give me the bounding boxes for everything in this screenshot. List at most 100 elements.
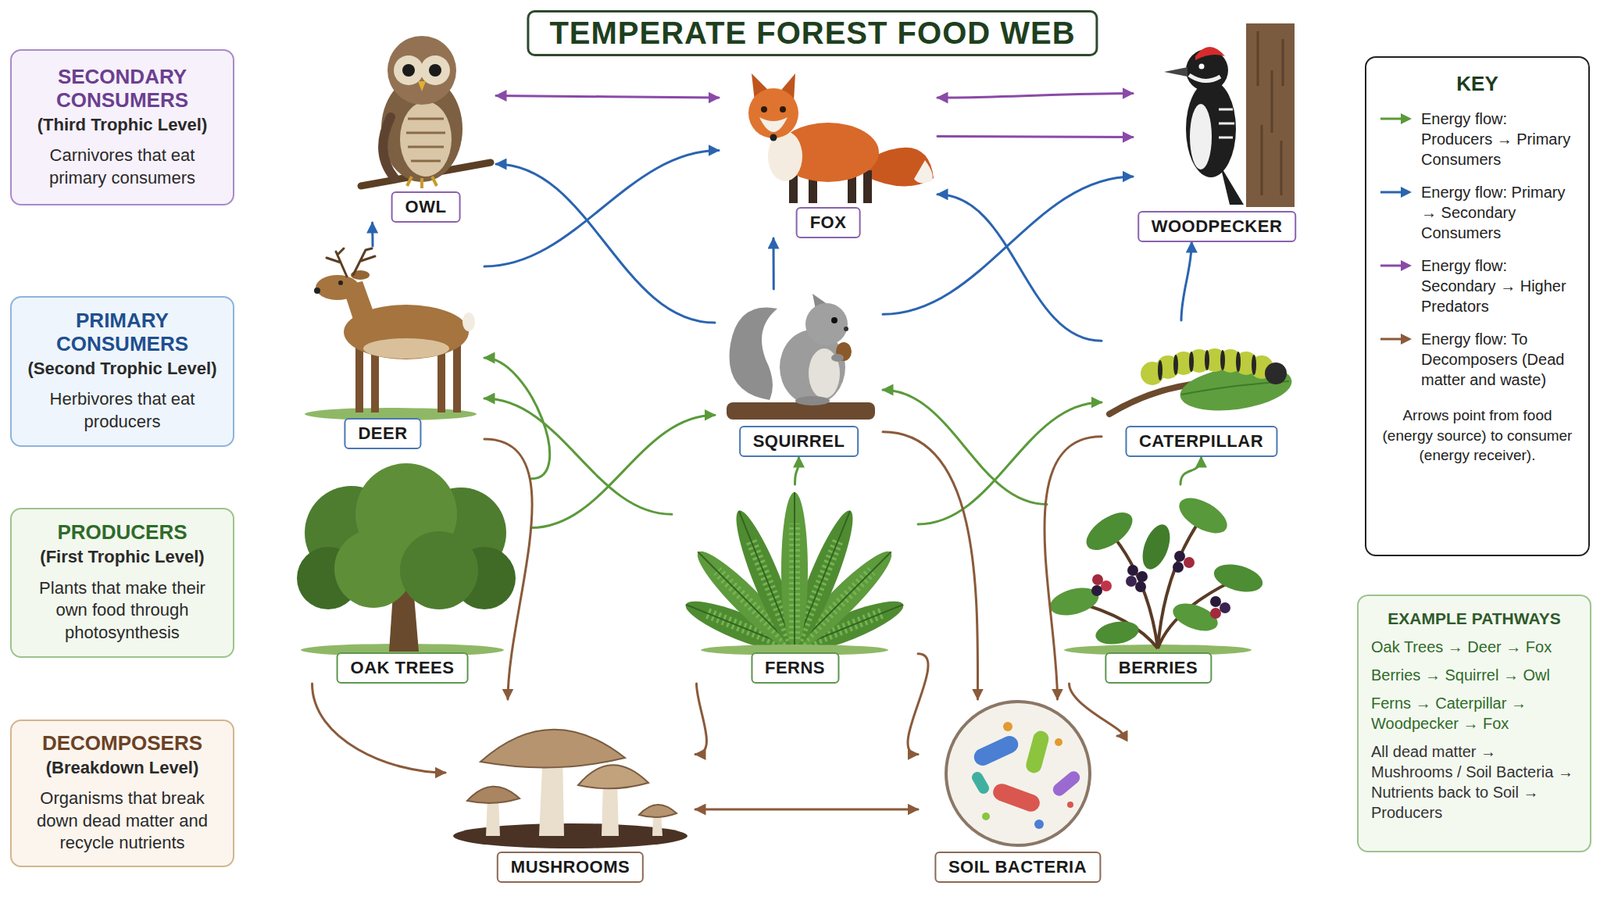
mushrooms-illustration: [453, 729, 688, 849]
energy-flow-arrow: [1180, 457, 1202, 485]
owl-illustration-part: [407, 176, 437, 189]
organism-label: OAK TREES: [350, 657, 455, 679]
key-note: Arrows point from food (energy source) t…: [1378, 405, 1576, 466]
organism-label: OWL: [405, 196, 447, 218]
berries-illustration: [1046, 490, 1266, 656]
berries-illustration-part: [1127, 564, 1139, 576]
trophic-level-panel: PRIMARY CONSUMERS(Second Trophic Level)H…: [10, 296, 235, 447]
fox-illustration-part: [770, 134, 778, 142]
caterpillar-illustration-part: [1203, 348, 1227, 372]
energy-flow-arrow: [907, 653, 929, 755]
caterpillar-illustration-part: [1264, 362, 1287, 385]
energy-flow-arrow: [484, 439, 533, 700]
organism-label-box: SQUIRREL: [739, 425, 860, 458]
woodpecker-illustration-part: [1246, 23, 1295, 208]
key-panel: KEYEnergy flow: Producers → Primary Cons…: [1364, 56, 1590, 557]
organism-label-box: WOODPECKER: [1137, 210, 1297, 243]
berries-illustration-part: [1210, 596, 1222, 608]
owl-illustration-part: [382, 117, 395, 179]
squirrel-illustration-part: [795, 396, 830, 406]
berries-illustration-part: [1125, 575, 1137, 587]
woodpecker-illustration-part: [1257, 31, 1283, 196]
woodpecker-illustration-part: [1185, 49, 1229, 92]
energy-flow-arrow: [772, 238, 775, 290]
trophic-level-panel: DECOMPOSERS(Breakdown Level)Organisms th…: [10, 719, 235, 868]
pathway-line: Ferns → Caterpillar → Woodpecker → Fox: [1371, 692, 1578, 734]
soil-bacteria-illustration-part: [1054, 738, 1063, 747]
squirrel-illustration: [726, 293, 875, 420]
example-pathways-panel: EXAMPLE PATHWAYSOak Trees → Deer → FoxBe…: [1357, 594, 1592, 853]
berries-illustration-part: [1183, 557, 1195, 568]
legend-row: Energy flow: To Decomposers (Dead matter…: [1378, 328, 1576, 390]
organism-label-box: SOIL BACTERIA: [934, 851, 1101, 883]
organism-node: FERNS: [671, 484, 918, 684]
legend-row: Energy flow: Secondary → Higher Predator…: [1378, 255, 1576, 317]
woodpecker-illustration-part: [1199, 64, 1205, 70]
energy-flow-arrow: [917, 402, 1102, 525]
legend-arrow: [1378, 111, 1414, 126]
oak-tree-illustration-part: [400, 531, 479, 610]
organism-label-box: FERNS: [750, 652, 840, 684]
soil-bacteria-illustration-part: [971, 732, 1022, 768]
energy-flow-arrow: [1181, 242, 1192, 321]
panel-body: Plants that make their own food through …: [22, 577, 222, 645]
energy-flow-arrow: [531, 414, 715, 528]
owl-illustration-part: [400, 101, 452, 177]
legend-row: Energy flow: Producers → Primary Consume…: [1378, 108, 1576, 170]
mushrooms-illustration-part: [480, 729, 625, 768]
legend-arrow-head: [1400, 333, 1412, 345]
fox-illustration-part: [767, 131, 803, 182]
woodpecker-illustration-part: [1220, 165, 1244, 205]
caterpillar-illustration-part: [1251, 354, 1257, 375]
deer-illustration-part: [314, 287, 321, 294]
mushrooms-illustration-part: [601, 781, 619, 836]
legend-arrow: [1378, 185, 1414, 200]
woodpecker-illustration-part: [1218, 109, 1235, 138]
legend-text: Energy flow: Primary → Secondary Consume…: [1421, 182, 1576, 243]
energy-flow-arrow: [882, 432, 979, 700]
legend-arrow-head: [1400, 186, 1412, 198]
energy-flow-arrow: [312, 683, 447, 773]
energy-flow-arrow: [937, 93, 1133, 98]
deer-illustration-part: [326, 248, 375, 277]
squirrel-illustration-part: [831, 353, 844, 362]
organism-label: WOODPECKER: [1151, 216, 1283, 237]
caterpillar-illustration-part: [1220, 350, 1225, 371]
organism-label: CATERPILLAR: [1139, 431, 1264, 452]
organism-label: MUSHROOMS: [510, 857, 630, 878]
owl-illustration-part: [406, 118, 446, 161]
berries-illustration-part: [1046, 582, 1102, 620]
panel-heading: PRODUCERS: [57, 521, 187, 545]
owl-illustration-part: [387, 35, 457, 105]
energy-flow-arrow: [484, 357, 550, 479]
organism-node: MUSHROOMS: [445, 699, 696, 883]
fern-illustration-part: [781, 492, 808, 649]
legend-row: Energy flow: Primary → Secondary Consume…: [1378, 182, 1576, 243]
legend-arrow-line: [1380, 191, 1403, 194]
squirrel-illustration-part: [805, 303, 848, 346]
legend-text: Energy flow: Secondary → Higher Predator…: [1421, 255, 1576, 317]
berries-illustration-part: [1210, 607, 1222, 619]
berries-illustration-part: [1219, 602, 1231, 614]
trophic-level-panel: PRODUCERS(First Trophic Level) Plants tha…: [10, 507, 235, 658]
trophic-level-panel: SECONDARY CONSUMERS(Third Trophic Level)…: [10, 49, 235, 206]
energy-flow-arrow: [1044, 436, 1102, 700]
mushrooms-illustration-part: [578, 764, 649, 789]
caterpillar-illustration: [1109, 348, 1295, 418]
panel-subheading: (Breakdown Level): [46, 757, 200, 779]
energy-flow-arrow: [695, 683, 707, 755]
woodpecker-illustration-part: [1185, 80, 1236, 178]
woodpecker-illustration: [1164, 23, 1295, 208]
caterpillar-illustration-part: [1235, 351, 1241, 372]
panel-subheading: (First Trophic Level): [39, 546, 204, 568]
legend-text: Energy flow: To Decomposers (Dead matter…: [1421, 328, 1576, 390]
caterpillar-illustration-part: [1173, 354, 1179, 375]
owl-illustration-part: [417, 81, 426, 92]
fern-illustration-part-part: [781, 492, 808, 649]
energy-flow-arrow: [937, 194, 1102, 341]
organism-node: BERRIES: [1046, 484, 1270, 684]
legend-arrow: [1378, 332, 1414, 347]
energy-flow-arrow: [1069, 683, 1123, 736]
panel-body: Organisms that break down dead matter an…: [22, 787, 222, 855]
owl-illustration: [360, 35, 491, 189]
